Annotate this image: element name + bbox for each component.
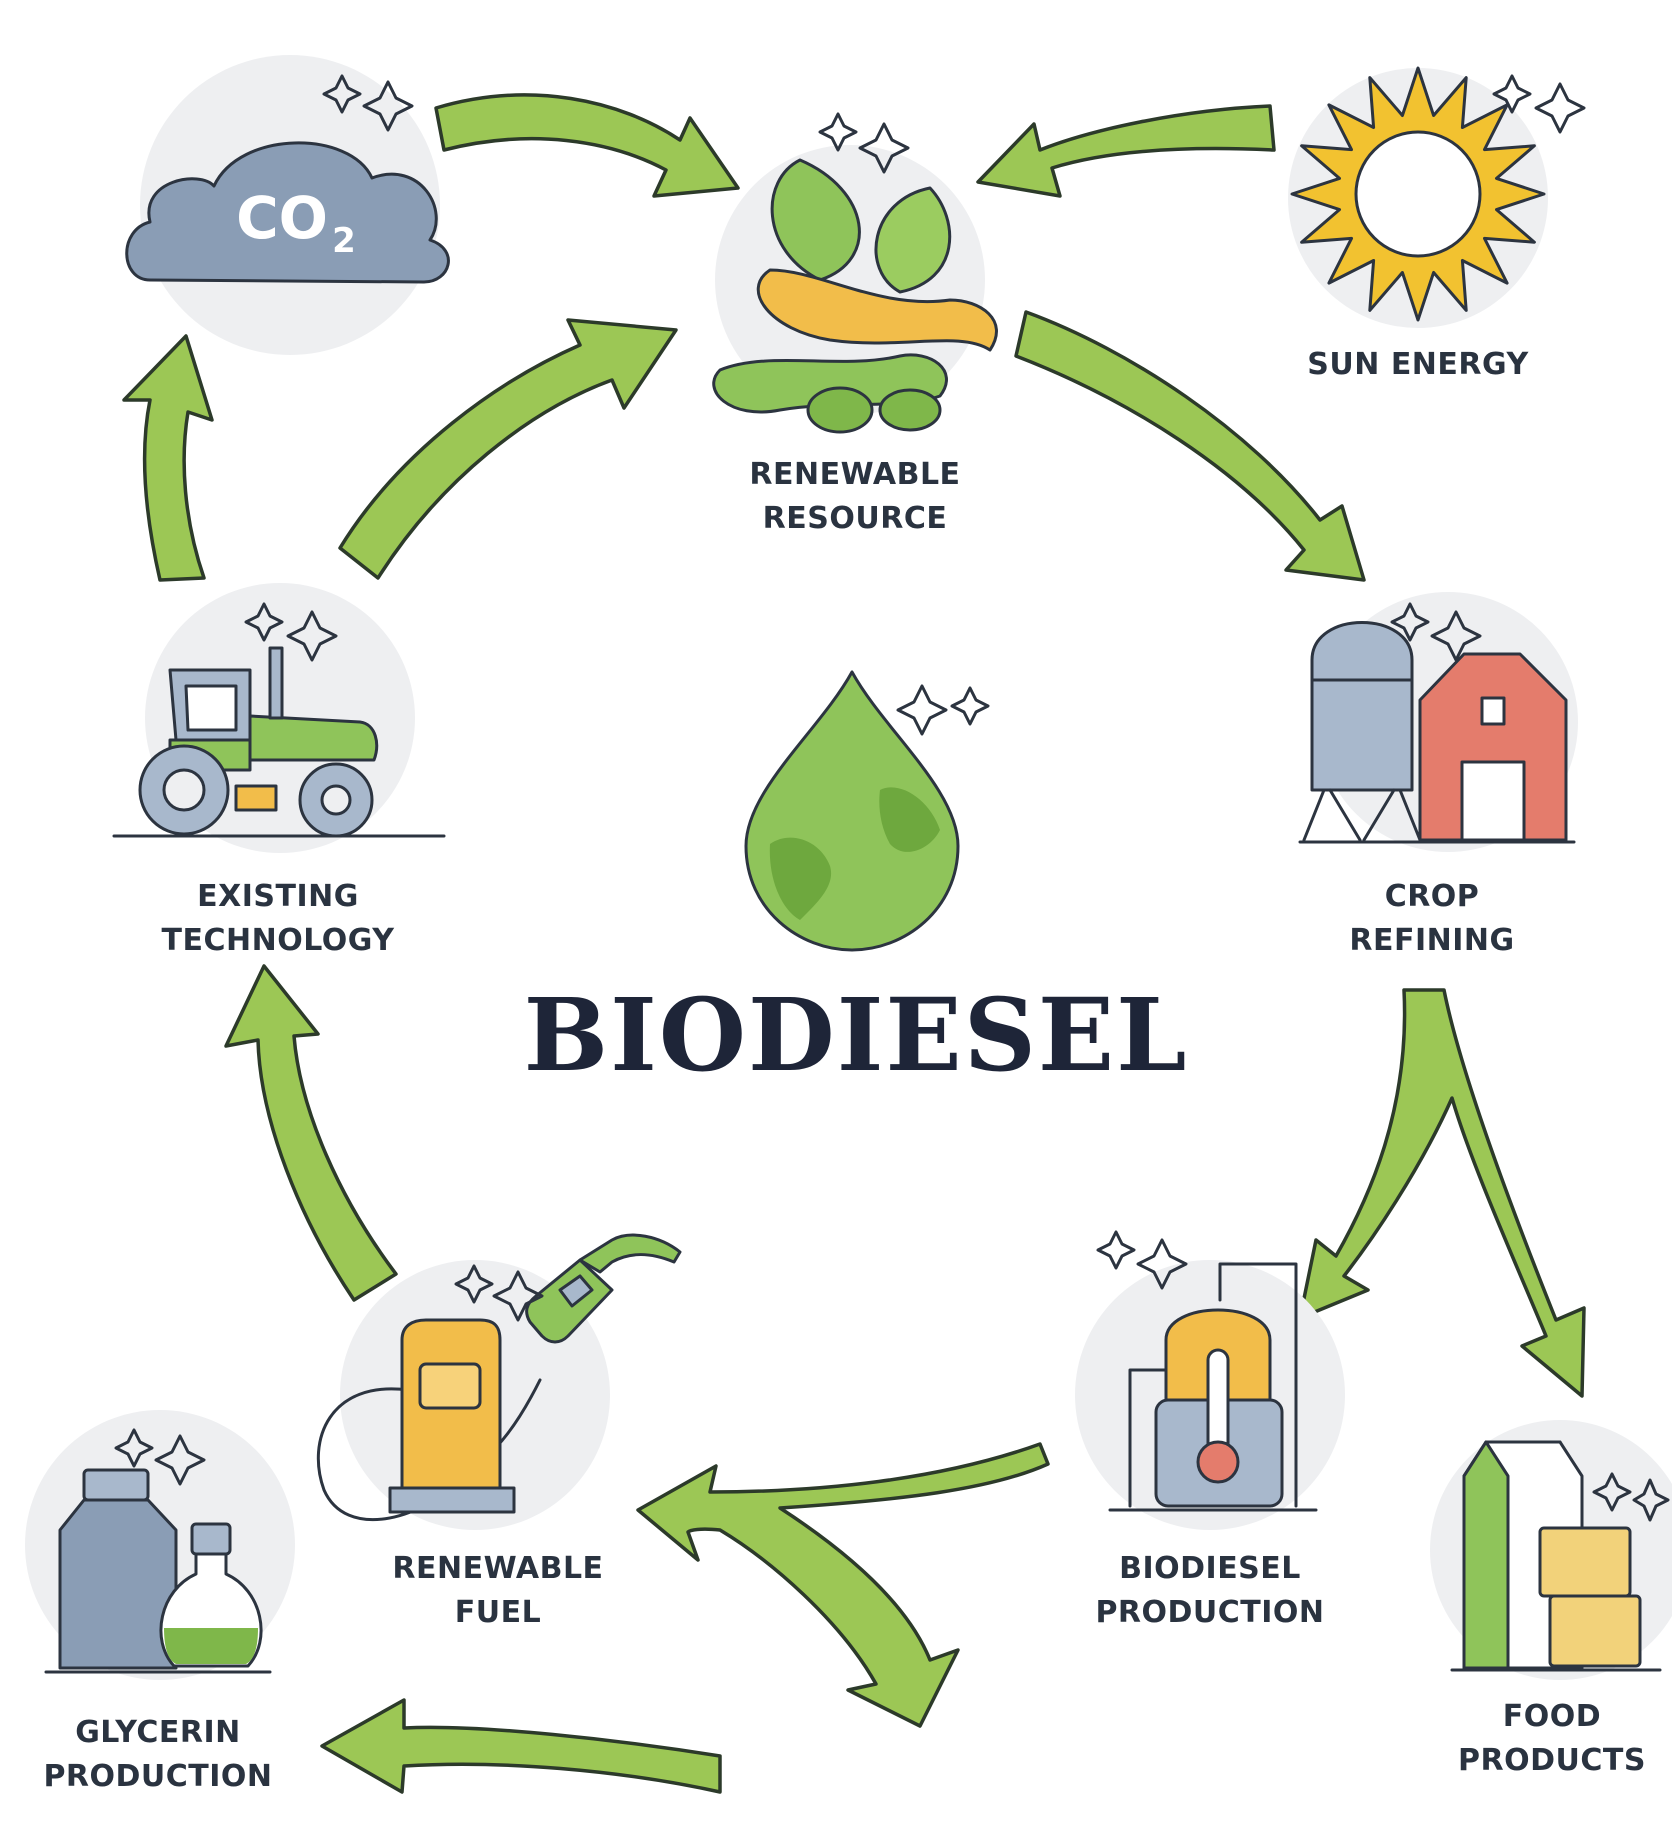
leaves-beans-icon (712, 158, 998, 434)
food-label-line1: FOOD (1503, 1699, 1601, 1734)
arrow-fuel-to-technology (224, 964, 398, 1302)
resource-label-line1: RENEWABLE (749, 457, 960, 492)
food-carton-icon (1450, 1440, 1662, 1672)
resource-label-line2: RESOURCE (763, 501, 948, 536)
cloud-icon (125, 141, 450, 284)
biodiesel-production-node: BIODIESEL PRODUCTION (1075, 1230, 1345, 1630)
existing-technology-node: EXISTING TECHNOLOGY (112, 583, 446, 958)
fuel-label-line1: RENEWABLE (392, 1551, 603, 1586)
bottles-icon (44, 1468, 272, 1674)
sparkle-icon (1096, 1230, 1188, 1290)
sparkle-icon (1592, 1472, 1670, 1522)
crop-refining-node: CROP REFINING (1298, 592, 1578, 958)
co2-label: CO (236, 184, 328, 252)
sparkle-icon (114, 1428, 206, 1486)
food-products-node: FOOD PRODUCTS (1430, 1420, 1672, 1778)
glycerin-label-line1: GLYCERIN (75, 1715, 241, 1750)
arrow-resource-to-refining (1014, 310, 1366, 582)
co2-subscript: 2 (332, 221, 356, 261)
technology-label-line1: EXISTING (197, 879, 359, 914)
continent-shape (769, 787, 940, 920)
renewable-fuel-node: BIO RENEWABLE FUEL (316, 1233, 682, 1630)
sparkle-icon (896, 684, 990, 736)
sparkle-icon (1492, 74, 1586, 134)
pump-bio-label: BIO (428, 1375, 472, 1400)
food-label-line2: PRODUCTS (1458, 1743, 1646, 1778)
flow-arrows (122, 93, 1586, 1794)
sun-core (1354, 130, 1482, 258)
refining-label-line1: CROP (1385, 879, 1480, 914)
fuel-label-line2: FUEL (455, 1595, 541, 1630)
production-label-line2: PRODUCTION (1095, 1595, 1324, 1630)
fuel-pump-icon: BIO (316, 1233, 682, 1522)
renewable-resource-node: RENEWABLE RESOURCE (712, 112, 998, 536)
sparkle-icon (244, 602, 338, 662)
sparkle-icon (454, 1264, 544, 1322)
arrow-refining-split (1298, 988, 1586, 1398)
glycerin-production-node: GLYCERIN PRODUCTION (25, 1410, 295, 1794)
technology-label-line2: TECHNOLOGY (162, 923, 396, 958)
sparkle-icon (818, 112, 910, 174)
tractor-icon (112, 646, 446, 838)
production-label-line1: BIODIESEL (1119, 1551, 1301, 1586)
arrow-technology-to-co2 (122, 334, 214, 582)
silo-barn-icon (1298, 621, 1576, 844)
sparkle-icon (322, 74, 414, 132)
arrow-sun-to-resource (976, 104, 1276, 198)
central-drop: BIODIESEL (524, 670, 1189, 1094)
co2-node: CO 2 (125, 55, 450, 355)
arrow-production-split (636, 1442, 1050, 1728)
arrow-co2-to-resource (434, 93, 740, 198)
arrow-production-to-glycerin (320, 1698, 722, 1794)
page-title: BIODIESEL (524, 976, 1189, 1094)
refining-label-line2: REFINING (1349, 923, 1514, 958)
glycerin-label-line2: PRODUCTION (43, 1759, 272, 1794)
sun-energy-node: SUN ENERGY (1288, 66, 1586, 382)
sparkle-icon (1390, 602, 1482, 662)
arrow-technology-to-resource (338, 318, 678, 580)
sun-label: SUN ENERGY (1307, 347, 1529, 382)
reactor-icon (1108, 1262, 1318, 1512)
